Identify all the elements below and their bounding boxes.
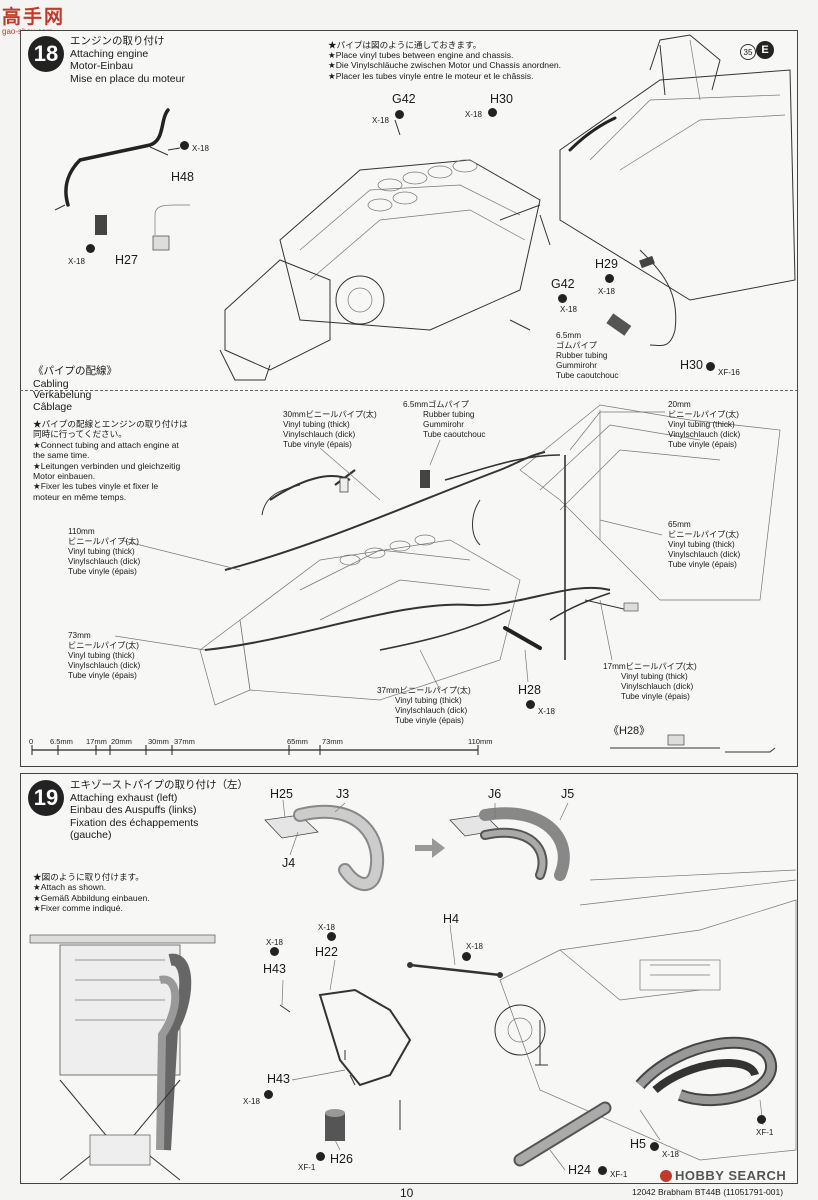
paint-badge-35: 35 (740, 44, 756, 60)
xf16-marker-icon (706, 362, 715, 371)
step-19-title-fr: Fixation des échappements (70, 816, 199, 829)
step-18-title-jp: エンジンの取り付け (70, 35, 165, 47)
label-h43-top-x: X-18 (266, 938, 283, 947)
ruler-110: 110mm (468, 737, 493, 746)
x18-marker-icon (605, 274, 614, 283)
step-18-title-fr: Mise en place du moteur (70, 72, 185, 85)
cabling-divider (20, 390, 798, 391)
callout-65mm: 65mm ビニールパイプ(太) Vinyl tubing (thick) Vin… (668, 520, 741, 569)
callout-73mm: 73mm ビニールパイプ(太) Vinyl tubing (thick) Vin… (68, 631, 141, 680)
label-h43-bottom: H43 (267, 1072, 290, 1086)
ruler-73: 73mm (322, 737, 343, 746)
ruler-20: 20mm (111, 737, 132, 746)
label-h48: H48 (171, 170, 194, 184)
paint-badge-e: E (756, 41, 774, 59)
callout-30mm: 30mmビニールパイプ(太) Vinyl tubing (thick) Viny… (283, 410, 377, 449)
watermark-chars: 高手网 (2, 7, 66, 28)
step-19-title-en: Attaching exhaust (left) (70, 791, 178, 804)
ruler-37: 37mm (174, 737, 195, 746)
step-18-note: ★パイプは図のように通しておきます。 ★Place vinyl tubes be… (328, 40, 562, 81)
ruler-6-5: 6.5mm (50, 737, 73, 746)
step-19-title-fr2: (gauche) (70, 829, 112, 841)
label-h22: H22 (315, 945, 338, 959)
ruler-65: 65mm (287, 737, 308, 746)
x18-marker-icon (270, 947, 279, 956)
rubber-tubing-note: 6.5mm ゴムパイプ Rubber tubing Gummirohr Tube… (556, 331, 619, 380)
step-18-number: 18 (28, 36, 64, 72)
callout-65mm-rubber: 6.5mmゴムパイプ Rubber tubing Gummirohr Tube … (403, 400, 486, 439)
ruler-30: 30mm (148, 737, 169, 746)
step-18-title-en: Attaching engine (70, 47, 149, 60)
label-h43-top: H43 (263, 962, 286, 976)
step-19-title-jp: エキゾーストパイプの取り付け（左） (70, 779, 248, 791)
callout-110mm: 110mm ビニールパイプ(太) Vinyl tubing (thick) Vi… (68, 527, 141, 576)
step-18-title-de: Motor-Einbau (70, 60, 134, 72)
x18-marker-icon (558, 294, 567, 303)
hobby-search-logo: HOBBY SEARCH (660, 1168, 786, 1183)
label-h22-x: X-18 (318, 923, 335, 932)
label-h24: H24 (568, 1163, 591, 1177)
callout-37mm: 37mmビニールパイプ(太) Vinyl tubing (thick) Viny… (377, 686, 471, 725)
step-18-title: エンジンの取り付け Attaching engine Motor-Einbau … (70, 35, 185, 85)
label-j4: J4 (282, 856, 296, 870)
h28-detail-title: 《H28》 (608, 725, 651, 737)
label-h30-bottom: H30 (680, 358, 703, 372)
x18-marker-icon (462, 952, 471, 961)
step-19-note: ★図のように取り付けます。 ★Attach as shown. ★Gemäß A… (33, 872, 150, 914)
x18-marker-icon (395, 110, 404, 119)
logo-text: HOBBY SEARCH (675, 1168, 787, 1183)
label-h28-x: X-18 (538, 707, 555, 716)
label-h48-x: X-18 (192, 144, 209, 153)
label-j6: J6 (488, 787, 502, 801)
label-h4: H4 (443, 912, 459, 926)
x18-marker-icon (526, 700, 535, 709)
label-g42-top-x: X-18 (372, 116, 389, 125)
callout-17mm: 17mmビニールパイプ(太) Vinyl tubing (thick) Viny… (603, 662, 697, 701)
cabling-note: ★パイプの配線とエンジンの取り付けは 同時に行ってください。 ★Connect … (33, 419, 188, 502)
label-h5-x: X-18 (662, 1150, 679, 1159)
label-h30-top: H30 (490, 92, 513, 106)
logo-badge-icon (660, 1169, 672, 1182)
label-xf1: XF-1 (756, 1128, 774, 1137)
product-code: 12042 Brabham BT44B (11051791-001) (632, 1187, 784, 1197)
label-h30-bottom-x: XF-16 (718, 368, 740, 377)
label-h27-x: X-18 (68, 257, 85, 266)
label-h27: H27 (115, 253, 138, 267)
x18-marker-icon (488, 108, 497, 117)
label-h43-bottom-x: X-18 (243, 1097, 260, 1106)
label-g42-bottom-x: X-18 (560, 305, 577, 314)
step-19-title: エキゾーストパイプの取り付け（左） Attaching exhaust (lef… (70, 779, 248, 842)
page-number: 10 (400, 1186, 414, 1200)
label-h26-x: XF-1 (298, 1163, 316, 1172)
ruler-17: 17mm (86, 737, 107, 746)
xf1-marker-icon (598, 1166, 607, 1175)
label-h30-top-x: X-18 (465, 110, 482, 119)
label-j3: J3 (336, 787, 350, 801)
label-j5: J5 (561, 787, 575, 801)
x18-marker-icon (264, 1090, 273, 1099)
label-h24-x: XF-1 (610, 1170, 628, 1179)
label-h29-x: X-18 (598, 287, 615, 296)
label-h26: H26 (330, 1152, 353, 1166)
x18-marker-icon (180, 141, 189, 150)
x18-marker-icon (650, 1142, 659, 1151)
label-h5: H5 (630, 1137, 646, 1151)
callout-20mm: 20mm ビニールパイプ(太) Vinyl tubing (thick) Vin… (668, 400, 741, 449)
cabling-title: 《パイプの配線》 Cabling Verkabelung Câblage (33, 365, 117, 413)
x18-marker-icon (327, 932, 336, 941)
label-h25: H25 (270, 787, 293, 801)
xf1-marker-icon (757, 1115, 766, 1124)
xf1-marker-icon (316, 1152, 325, 1161)
x18-marker-icon (86, 244, 95, 253)
label-g42-bottom: G42 (551, 277, 575, 291)
ruler-0: 0 (29, 737, 34, 746)
label-g42-top: G42 (392, 92, 416, 106)
label-h29: H29 (595, 257, 618, 271)
label-h4-x: X-18 (466, 942, 483, 951)
step-19-number: 19 (28, 780, 64, 816)
step-19-title-de: Einbau des Auspuffs (links) (70, 804, 197, 816)
label-h28: H28 (518, 683, 541, 697)
